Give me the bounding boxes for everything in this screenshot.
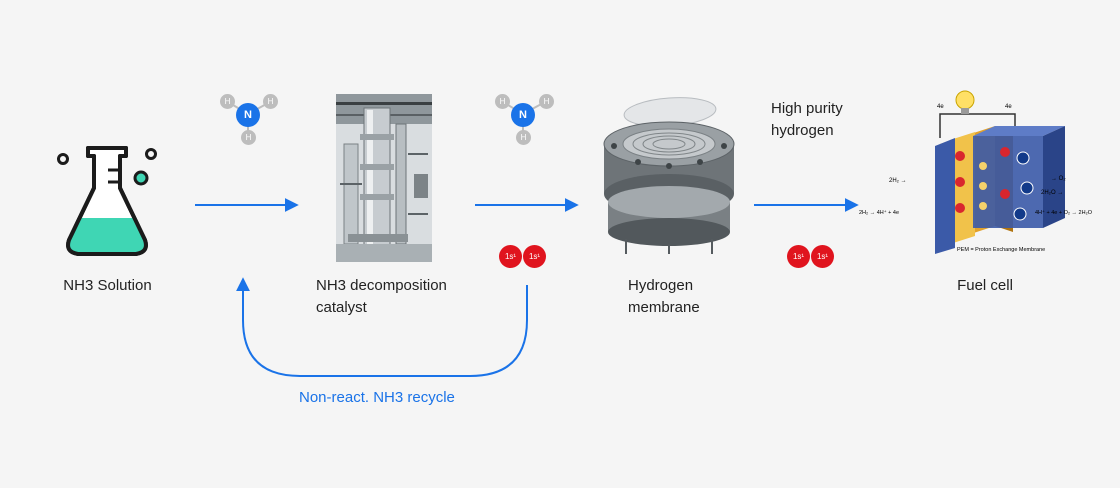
stage-label-nh3-solution: NH3 Solution — [63, 277, 152, 294]
svg-text:4e: 4e — [1005, 104, 1012, 110]
fuel-cell-label: 2H₂O → — [1041, 190, 1063, 196]
hydrogen-atom: H — [241, 130, 256, 145]
high-purity-hydrogen-label: High purity hydrogen — [771, 100, 843, 139]
recycle-arrow — [236, 277, 528, 377]
hydrogen-membrane-image — [603, 97, 735, 254]
h2-molecule-icon: 1s¹ 1s¹ — [787, 245, 837, 269]
svg-text:4e: 4e — [937, 104, 944, 110]
h2-atom: 1s¹ — [523, 245, 546, 268]
flask-icon — [57, 146, 157, 256]
hydrogen-atom: H — [263, 94, 278, 109]
catalyst-reactor-image — [336, 94, 432, 262]
h2-atom: 1s¹ — [787, 245, 810, 268]
stage-label-catalyst: NH3 decomposition catalyst — [316, 277, 447, 316]
hydrogen-atom: H — [495, 94, 510, 109]
h2-atom: 1s¹ — [499, 245, 522, 268]
stage-label-membrane: Hydrogen membrane — [628, 277, 700, 316]
fuel-cell-label: 2H₂ → 4H⁺ + 4e — [859, 209, 899, 216]
h2-atom: 1s¹ — [811, 245, 834, 268]
h2-molecule-icon: 1s¹ 1s¹ — [499, 245, 549, 269]
ammonia-molecule-icon: H H N H — [215, 92, 285, 147]
ammonia-molecule-icon: H H N H — [493, 92, 563, 147]
nitrogen-atom: N — [236, 103, 260, 127]
fuel-cell-label: 4H⁺ + 4e + O₂ → 2H₂O — [1035, 209, 1093, 216]
nitrogen-atom: N — [511, 103, 535, 127]
recycle-label: Non-react. NH3 recycle — [299, 389, 455, 406]
hydrogen-atom: H — [516, 130, 531, 145]
hydrogen-atom: H — [539, 94, 554, 109]
fuel-cell-label: PEM = Proton Exchange Membrane — [957, 247, 1045, 253]
fuel-cell-label: → O₂ — [1051, 176, 1066, 182]
bulb-icon — [955, 90, 975, 114]
fuel-cell-label: 2H₂ → — [889, 178, 907, 184]
hydrogen-atom: H — [220, 94, 235, 109]
fuel-cell-image: 4e 4e 2H₂ → → O₂ 2H₂O → 2H₂ → 4H⁺ + 4e 4… — [859, 90, 1093, 254]
stage-label-fuel-cell: Fuel cell — [957, 277, 1013, 294]
